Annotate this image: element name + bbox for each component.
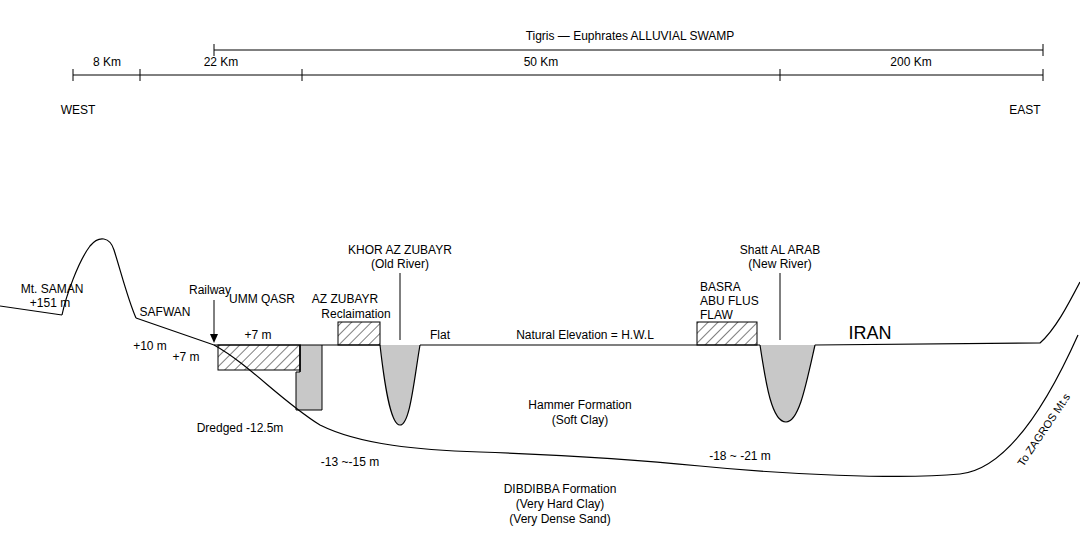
railway-pointer — [214, 300, 215, 336]
terrain-note: Natural Elevation = H.W.L — [516, 328, 654, 342]
formation-material: (Very Hard Clay) — [504, 497, 617, 512]
place-name: Mt. SAMAN — [21, 282, 84, 296]
elevation-label: +7 m — [172, 350, 199, 364]
place-name: BASRA — [700, 280, 741, 294]
mountain-outline — [62, 239, 136, 318]
dimension-tick — [1043, 44, 1044, 56]
country-name: IRAN — [848, 322, 891, 344]
reclamation-fill — [697, 322, 757, 345]
dimension-tick — [73, 69, 74, 81]
formation-name: DIBDIBBA Formation — [504, 482, 617, 497]
region-title: Tigris — Euphrates ALLUVIAL SWAMP — [526, 29, 735, 43]
dimension-line — [73, 75, 1043, 76]
place-name: SAFWAN — [140, 305, 191, 319]
reclamation-fill — [218, 345, 300, 370]
feature-label: Railway — [189, 283, 231, 297]
depth-label: Dredged -12.5m — [197, 421, 284, 435]
distance-label: 200 Km — [890, 55, 931, 69]
formation-name: Hammer Formation — [528, 398, 631, 413]
leader-line — [400, 273, 401, 340]
ground-surface — [0, 306, 300, 372]
place-name: ABU FLUS — [700, 294, 759, 308]
river-note: (Old River) — [371, 257, 429, 271]
river-name: KHOR AZ ZUBAYR — [348, 243, 452, 257]
elevation-label: +10 m — [133, 339, 167, 353]
reclamation-fill — [338, 322, 380, 345]
distance-label: 8 Km — [93, 55, 121, 69]
direction-label: WEST — [61, 103, 96, 117]
place-name: FLAW — [700, 308, 733, 322]
formation-material: (Soft Clay) — [528, 413, 631, 428]
distance-label: 22 Km — [204, 55, 239, 69]
river-note: (New River) — [748, 257, 811, 271]
formation-boundary — [214, 335, 1078, 476]
dimension-tick — [780, 69, 781, 81]
river-name: Shatt AL ARAB — [740, 243, 820, 257]
terrain-note: Flat — [430, 328, 450, 342]
depth-label: -18 ~ -21 m — [709, 449, 771, 463]
elevation-label: +7 m — [244, 328, 271, 342]
dimension-tick — [214, 44, 215, 56]
place-name: UMM QASR — [229, 292, 295, 306]
dimension-tick — [140, 69, 141, 81]
old-river-channel — [380, 345, 420, 425]
formation-material: (Very Dense Sand) — [504, 512, 617, 527]
formation-band: Hammer Formation(Soft Clay) — [524, 396, 635, 430]
leader-line — [780, 273, 781, 340]
railway-arrowhead — [210, 334, 218, 343]
dimension-lines — [73, 44, 1043, 81]
distance-label: 50 Km — [524, 55, 559, 69]
feature-label: Reclaimation — [321, 307, 390, 321]
dimension-tick — [1043, 69, 1044, 81]
new-river-channel — [760, 345, 815, 422]
dimension-tick — [302, 69, 303, 81]
formation-band: DIBDIBBA Formation(Very Hard Clay)(Very … — [500, 480, 621, 529]
dimension-line — [214, 50, 1043, 51]
elevation-label: +151 m — [30, 296, 70, 310]
place-name: AZ ZUBAYR — [312, 292, 378, 306]
direction-label: EAST — [1009, 103, 1040, 117]
depth-label: -13 ~-15 m — [321, 455, 379, 469]
